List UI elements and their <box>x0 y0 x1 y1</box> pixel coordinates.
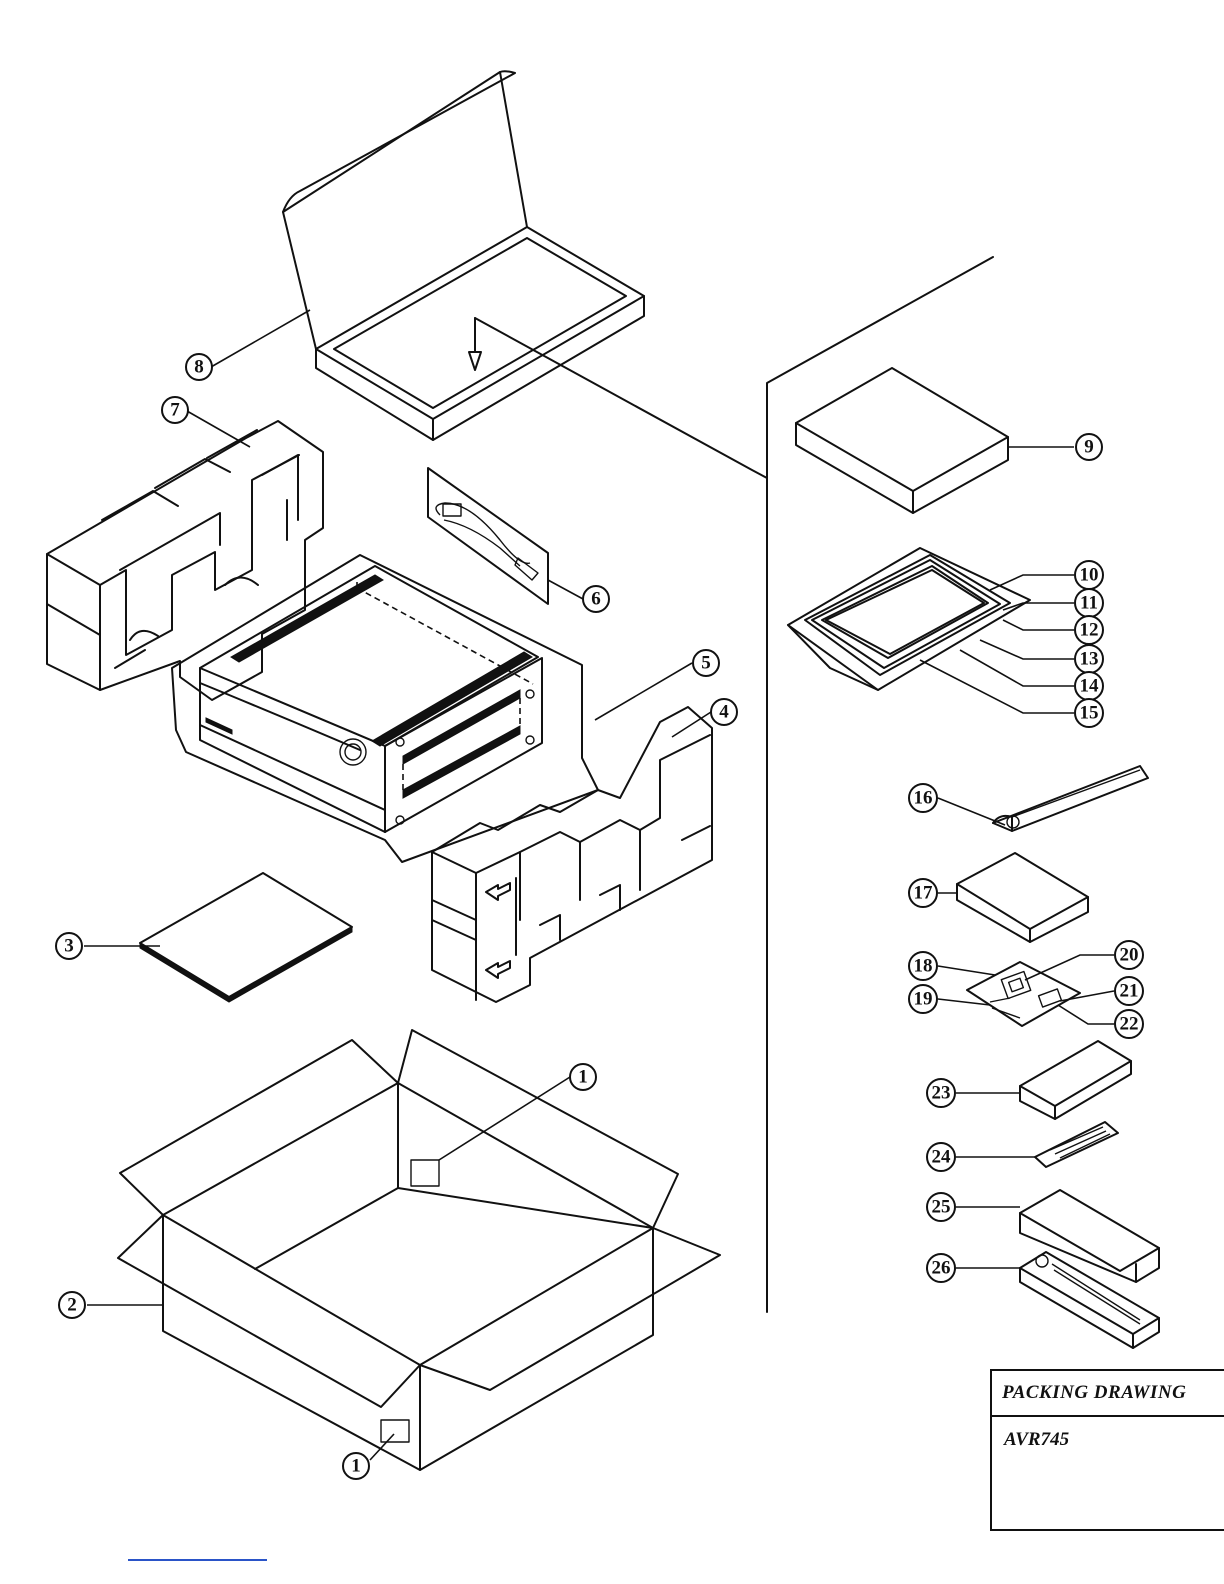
callout-label: 12 <box>1080 620 1099 641</box>
title-block: PACKING DRAWING AVR745 <box>990 1369 1224 1531</box>
footer-link-underline[interactable] <box>128 1559 267 1561</box>
power-cord-bag <box>428 468 548 604</box>
callout-9: 9 <box>1076 434 1102 460</box>
callout-17: 17 <box>909 879 937 907</box>
foam-end-cap-left <box>47 421 323 700</box>
callout-14: 14 <box>1075 672 1103 700</box>
callout-label: 16 <box>914 788 933 809</box>
callout-label: 17 <box>914 883 934 904</box>
callout-label: 2 <box>67 1295 77 1316</box>
callout-18: 18 <box>909 952 937 980</box>
callout-13: 13 <box>1075 645 1103 673</box>
accessory-box-lid <box>283 71 644 440</box>
callout-label: 26 <box>932 1258 951 1279</box>
callout-label: 3 <box>64 936 74 957</box>
shipping-carton <box>118 1030 720 1470</box>
callout-4: 4 <box>711 699 737 725</box>
callout-label: 5 <box>701 653 711 674</box>
callout-label: 20 <box>1120 945 1139 966</box>
remote-control <box>1035 1122 1118 1167</box>
callout-3: 3 <box>56 933 82 959</box>
callout-label: 25 <box>932 1197 951 1218</box>
callout-1-top: 1 <box>570 1064 596 1090</box>
callout-label: 8 <box>194 357 204 378</box>
callout-19: 19 <box>909 985 937 1013</box>
receiver-in-bag <box>172 555 598 862</box>
drawing-title: PACKING DRAWING <box>992 1371 1224 1417</box>
accessory-inner-box <box>796 368 1008 513</box>
callout-7: 7 <box>162 397 188 423</box>
callout-21: 21 <box>1115 977 1143 1005</box>
divider-line <box>475 257 993 1312</box>
callout-label: 4 <box>719 702 729 723</box>
accessory-parts-bag <box>967 962 1080 1026</box>
callout-label: 1 <box>351 1456 361 1477</box>
tray-with-accessory <box>1020 1252 1159 1348</box>
callout-24: 24 <box>927 1143 955 1171</box>
callout-label: 24 <box>932 1147 952 1168</box>
owners-manual <box>140 873 352 1002</box>
callout-15: 15 <box>1075 699 1103 727</box>
callout-label: 22 <box>1120 1014 1139 1035</box>
callout-label: 11 <box>1080 593 1098 614</box>
callout-11: 11 <box>1075 589 1103 617</box>
callout-20: 20 <box>1115 941 1143 969</box>
callout-10: 10 <box>1075 561 1103 589</box>
callout-label: 14 <box>1080 676 1100 697</box>
callout-25: 25 <box>927 1193 955 1221</box>
callout-12: 12 <box>1075 616 1103 644</box>
fm-antenna <box>993 766 1148 831</box>
callout-26: 26 <box>927 1254 955 1282</box>
am-antenna-box <box>957 853 1088 942</box>
callout-label: 19 <box>914 989 933 1010</box>
callout-label: 23 <box>932 1083 951 1104</box>
callout-label: 18 <box>914 956 933 977</box>
callout-label: 15 <box>1080 703 1099 724</box>
callout-6: 6 <box>583 586 609 612</box>
callout-label: 6 <box>591 589 601 610</box>
callout-16: 16 <box>909 784 937 812</box>
callout-5: 5 <box>693 650 719 676</box>
callout-label: 10 <box>1080 565 1099 586</box>
callout-label: 7 <box>170 400 180 421</box>
callout-label: 9 <box>1084 437 1094 458</box>
callout-22: 22 <box>1115 1010 1143 1038</box>
callout-8: 8 <box>186 354 212 380</box>
callout-23: 23 <box>927 1079 955 1107</box>
callout-label: 13 <box>1080 649 1099 670</box>
long-box <box>1020 1190 1159 1282</box>
callout-label: 21 <box>1120 981 1139 1002</box>
callout-1-bottom: 1 <box>343 1453 369 1479</box>
callout-2: 2 <box>59 1292 85 1318</box>
model-number: AVR745 <box>992 1417 1224 1451</box>
callout-label: 1 <box>578 1067 588 1088</box>
remote-box <box>1020 1041 1131 1119</box>
